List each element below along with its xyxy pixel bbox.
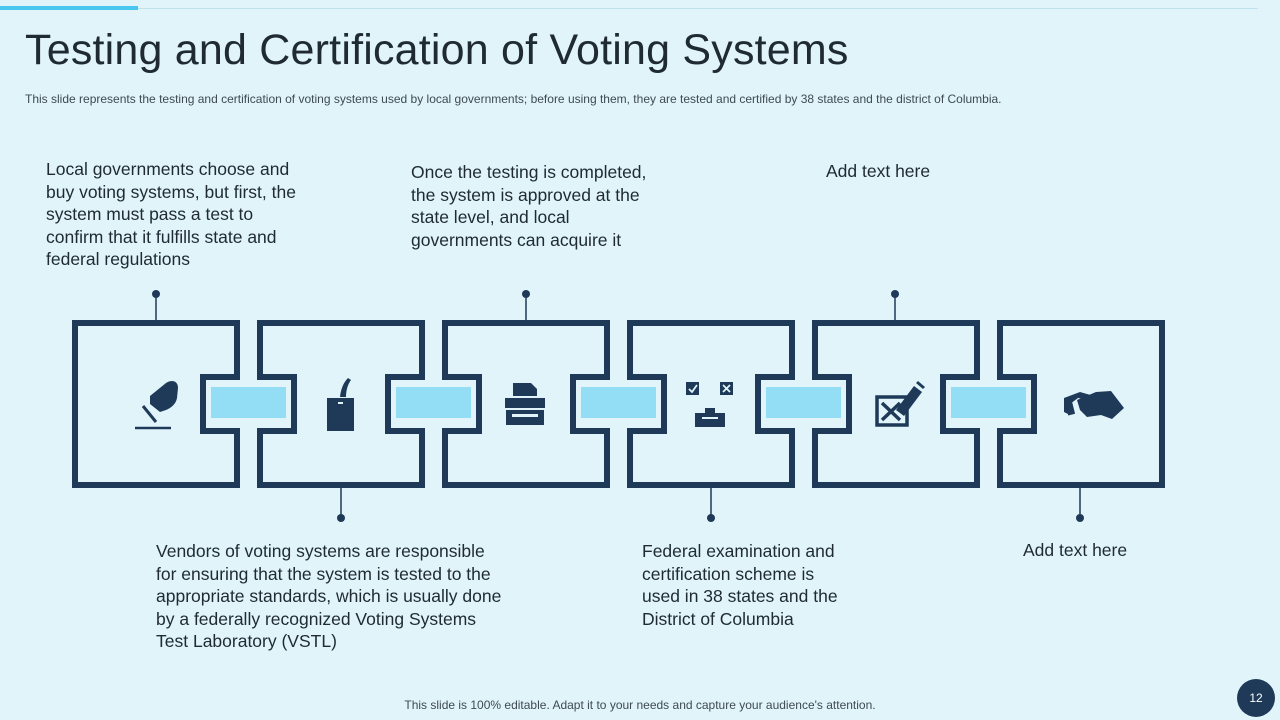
connector-5 — [951, 387, 1026, 418]
top-accent-bar — [0, 6, 138, 10]
step-2-line-4: by a federally recognized Voting Systems — [156, 608, 477, 629]
step-3-line-1: Once the testing is completed, — [411, 162, 647, 182]
step-1-pointer — [152, 290, 160, 320]
step-3-description: Once the testing is completed, the syste… — [411, 161, 691, 251]
connector-3 — [581, 387, 656, 418]
step-2-line-5: Test Laboratory (VSTL) — [156, 631, 337, 651]
step-4-line-1: Federal examination and — [642, 541, 835, 561]
slide-subtitle: This slide represents the testing and ce… — [25, 92, 1002, 106]
step-1-line-5: federal regulations — [46, 249, 190, 269]
top-rule — [0, 0, 1280, 10]
step-6-pointer — [1076, 488, 1084, 522]
step-5-pointer — [891, 290, 899, 320]
step-4-line-3: used in 38 states and the — [642, 586, 838, 606]
step-4-line-2: certification scheme is — [642, 563, 815, 584]
step-3-line-3: state level, and local — [411, 207, 570, 227]
step-1-line-2: buy voting systems, but first, the — [46, 181, 296, 202]
step-4-description: Federal examination and certification sc… — [642, 540, 902, 630]
step-5-description: Add text here — [826, 160, 1026, 183]
step-2-line-1: Vendors of voting systems are responsibl… — [156, 541, 485, 561]
top-divider-line — [138, 8, 1258, 9]
slide-title: Testing and Certification of Voting Syst… — [25, 26, 849, 74]
step-2-line-3: appropriate standards, which is usually … — [156, 586, 502, 606]
hand-voting-icon — [135, 380, 178, 430]
connector-2 — [396, 387, 471, 418]
connector-1 — [211, 387, 286, 418]
step-4-pointer — [707, 488, 715, 522]
slide-footer: This slide is 100% editable. Adapt it to… — [404, 698, 876, 712]
step-2-line-2: for ensuring that the system is tested t… — [156, 563, 491, 584]
step-1-description: Local governments choose and buy voting … — [46, 158, 346, 271]
handshake-icon — [1064, 391, 1124, 419]
page-number-badge: 12 — [1237, 679, 1275, 717]
step-1-line-1: Local governments choose and — [46, 159, 290, 179]
connector-4 — [766, 387, 841, 418]
step-2-pointer — [337, 488, 345, 522]
step-6-line-1: Add text here — [1023, 540, 1128, 560]
step-3-line-2: the system is approved at the — [411, 184, 640, 205]
step-1-line-3: system must pass a test to — [46, 204, 254, 224]
step-6-description: Add text here — [1023, 539, 1223, 562]
step-3-line-4: governments can acquire it — [411, 229, 622, 250]
step-2-description: Vendors of voting systems are responsibl… — [156, 540, 556, 653]
step-1-line-4: confirm that it fulfills state and — [46, 226, 277, 247]
step-5-line-1: Add text here — [826, 161, 931, 181]
vote-choice-box-icon — [686, 382, 733, 427]
ballot-box-icon — [327, 378, 354, 431]
printer-icon — [505, 383, 545, 425]
step-4-line-4: District of Columbia — [642, 608, 794, 629]
checkbox-pen-icon — [875, 381, 925, 427]
step-3-pointer — [522, 290, 530, 320]
